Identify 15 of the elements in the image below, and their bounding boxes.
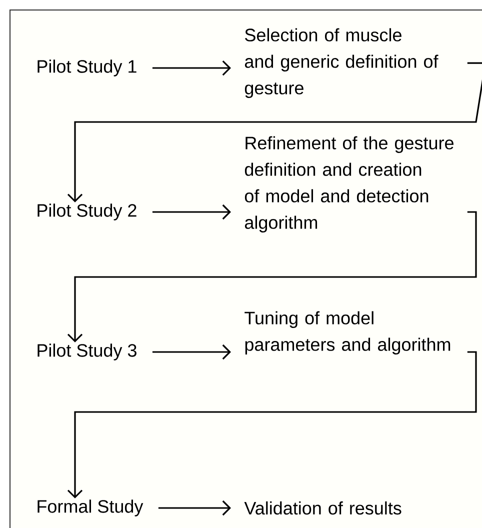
arrow xyxy=(152,60,231,76)
step-label: Pilot Study 1 xyxy=(38,60,136,76)
arrow xyxy=(67,351,477,498)
arrow xyxy=(67,62,482,202)
arrow xyxy=(152,344,231,360)
step-description: Selection of muscle and generic definition of gesture xyxy=(244,28,438,98)
step-label: Pilot Study 2 xyxy=(38,204,136,220)
step-label: Formal Study xyxy=(38,500,144,516)
arrow xyxy=(67,211,477,342)
arrow xyxy=(152,204,231,220)
step-description: Validation of results xyxy=(244,501,402,515)
arrow xyxy=(158,500,231,516)
step-description: Refinement of the gesture definition and creation of model and detection algorithm xyxy=(244,136,454,232)
step-description: Tuning of model parameters and algorithm xyxy=(244,311,450,354)
step-label: Pilot Study 3 xyxy=(38,344,136,360)
